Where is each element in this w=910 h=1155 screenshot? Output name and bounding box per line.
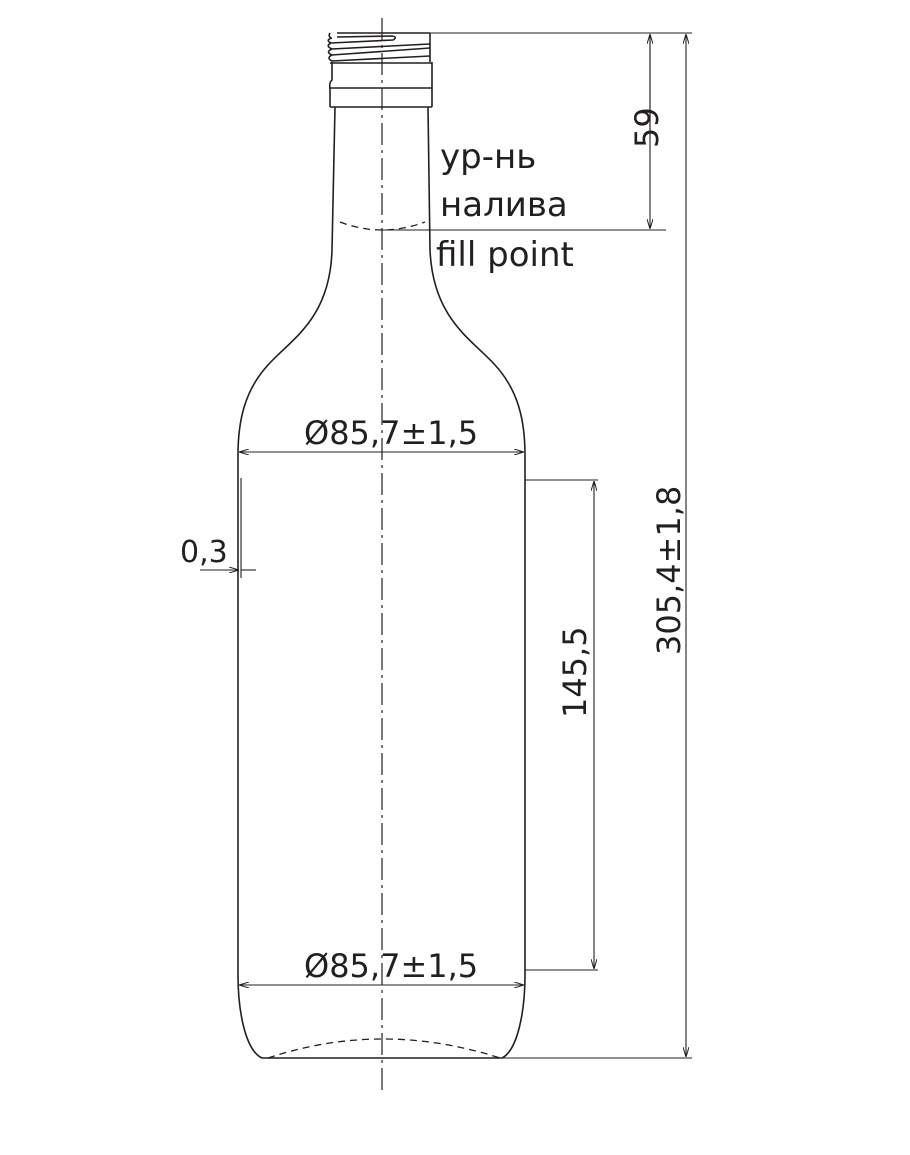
bottle-outline <box>237 106 526 1059</box>
fill-point-depth-label: 59 <box>628 107 666 148</box>
label-panel-dimension <box>525 479 598 971</box>
fill-level-ru-line1: ур-нь <box>440 137 536 177</box>
offset-label: 0,3 <box>180 535 228 570</box>
lower-diameter-label: Ø85,7±1,5 <box>304 947 478 985</box>
offset-dimension <box>200 478 256 578</box>
overall-height-label: 305,4±1,8 <box>650 486 688 655</box>
label-panel-height-label: 145,5 <box>556 626 594 718</box>
upper-diameter-label: Ø85,7±1,5 <box>304 414 478 452</box>
overall-height-dimension <box>502 35 692 1059</box>
fill-point-dimension <box>382 32 692 231</box>
fill-level-ru-line2: налива <box>440 185 568 225</box>
bottle-finish <box>327 32 433 108</box>
push-up-arc <box>267 1038 501 1059</box>
fill-level-arc <box>339 221 426 231</box>
fill-point-en: fill point <box>436 235 574 275</box>
